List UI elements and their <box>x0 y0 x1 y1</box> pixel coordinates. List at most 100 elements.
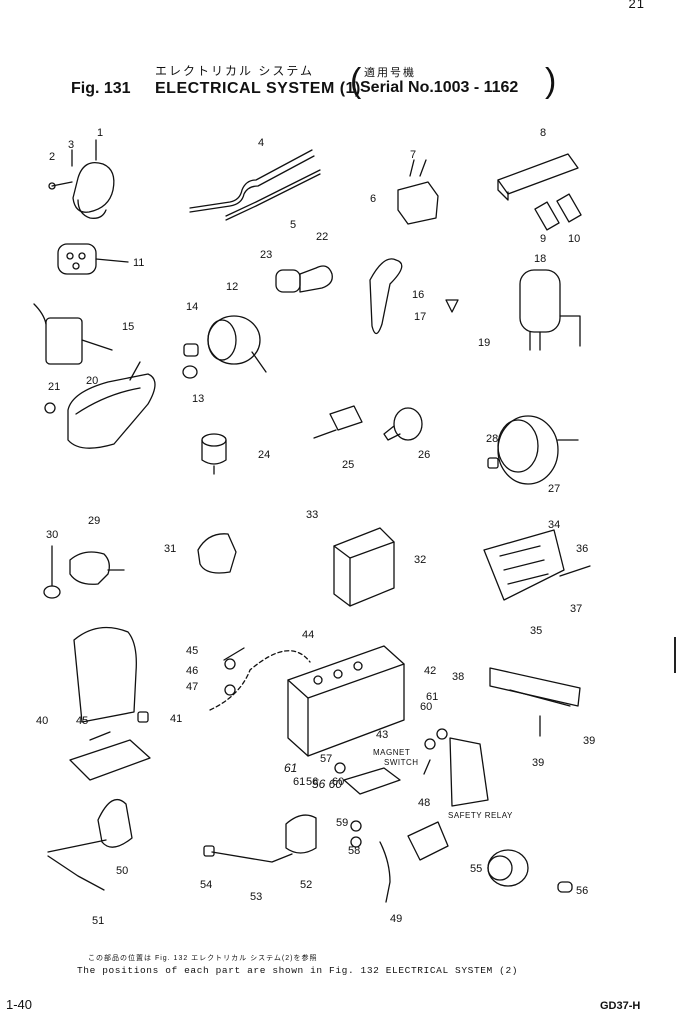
part-number-label: 29 <box>88 515 100 527</box>
horn-switch-drawing <box>369 258 459 335</box>
part-number-label: 55 <box>470 863 482 875</box>
part-number-label: 44 <box>302 629 314 641</box>
part-number-label: 39 <box>583 735 595 747</box>
part-number-label: 37 <box>570 603 582 615</box>
part-number-label: 43 <box>376 729 388 741</box>
part-number-label: 26 <box>418 449 430 461</box>
part-number-label: 48 <box>418 797 430 809</box>
safety-relay-label: SAFETY RELAY <box>448 811 513 820</box>
head-lamp-drawing <box>207 315 267 373</box>
part-number-label: 45 <box>76 715 88 727</box>
figure-title: ELECTRICAL SYSTEM (1) <box>155 80 361 97</box>
part-number-label: 32 <box>414 554 426 566</box>
footnote-japanese: この部品の位置は Fig. 132 エレクトリカル システム(2)を参照 <box>88 955 318 962</box>
part-number-label: 28 <box>486 433 498 445</box>
part-number-label: 24 <box>258 449 270 461</box>
part-number-label: 50 <box>116 865 128 877</box>
part-number-label: 25 <box>342 459 354 471</box>
battery-bracket-drawing <box>489 667 581 737</box>
part-number-label: 11 <box>133 257 144 269</box>
part-number-label: 15 <box>122 321 134 333</box>
part-number-label: 53 <box>250 891 262 903</box>
part-number-label: 42 <box>424 665 436 677</box>
part-number-label: 20 <box>86 375 98 387</box>
part-number-label: 30 <box>46 529 58 541</box>
serial-japanese-label: 適用号機 <box>364 67 416 79</box>
part-number-label: 6 <box>370 193 376 205</box>
serial-range: Serial No.1003 - 1162 <box>360 79 519 96</box>
footnote-english: The positions of each part are shown in … <box>77 965 519 976</box>
warning-lamp-drawing <box>43 545 125 599</box>
part-number-label: 14 <box>186 301 198 313</box>
part-number-label: 10 <box>568 233 580 245</box>
figure-number: Fig. 131 <box>71 80 131 97</box>
part-number-label: 4 <box>258 137 264 149</box>
part-number-label: 51 <box>92 915 104 927</box>
part-number-label: 7 <box>410 149 416 161</box>
handwritten-61: 61 <box>284 761 297 775</box>
part-number-label: 33 <box>306 509 318 521</box>
part-number-label: 46 <box>186 665 198 677</box>
wiring-harness-drawing <box>189 149 321 221</box>
starter-relay-drawing <box>379 821 449 903</box>
horn-drawing <box>519 269 581 351</box>
battery-box-drawing <box>483 529 591 601</box>
part-number-label: 36 <box>576 543 588 555</box>
part-number-label: 12 <box>226 281 238 293</box>
part-number-label: 60 <box>332 776 344 788</box>
part-number-label: 21 <box>48 381 60 393</box>
binding-edge-mark <box>674 637 676 673</box>
part-number-label: 61 <box>426 691 438 703</box>
part-number-label: 8 <box>540 127 546 139</box>
part-number-label: 3 <box>68 139 74 151</box>
japanese-heading: エレクトリカル システム <box>155 64 314 78</box>
part-number-label: 45 <box>186 645 198 657</box>
part-number-label: 52 <box>300 879 312 891</box>
bulb-socket-drawing <box>275 265 333 293</box>
right-bracket: ) <box>545 62 557 100</box>
handwritten-56-60: 56 60 <box>312 777 342 791</box>
part-number-label: 56 <box>576 885 588 897</box>
light-switch-drawing <box>33 303 113 365</box>
corner-page-mark: 21 <box>628 0 645 11</box>
part-number-label: 27 <box>548 483 560 495</box>
part-number-label: 35 <box>530 625 542 637</box>
part-number-label: 31 <box>164 543 176 555</box>
part-number-label: 61 <box>293 776 305 788</box>
bulb-glass-drawing <box>182 343 199 379</box>
part-number-label: 47 <box>186 681 198 693</box>
part-number-label: 39 <box>532 757 544 769</box>
part-number-label: 40 <box>36 715 48 727</box>
part-number-label: 59 <box>336 817 348 829</box>
left-bracket: ( <box>350 62 362 100</box>
connector-drawing <box>197 533 237 574</box>
page-number: 1-40 <box>6 997 33 1012</box>
part-number-label: 54 <box>200 879 212 891</box>
part-number-label: 49 <box>390 913 402 925</box>
magnet-label: MAGNET <box>373 748 410 757</box>
part-number-label: 22 <box>316 231 328 243</box>
hour-meter-drawing <box>487 849 573 893</box>
lamp-housing-drawing <box>44 361 156 449</box>
part-number-label: 5 <box>290 219 296 231</box>
part-number-label: 2 <box>49 151 55 163</box>
work-lamp-drawing <box>48 139 115 219</box>
pressure-switch-drawing <box>201 433 227 475</box>
relay-unit-drawing <box>397 159 439 225</box>
part-number-label: 41 <box>170 713 182 725</box>
part-number-label: 16 <box>412 289 424 301</box>
part-number-label: 38 <box>452 671 464 683</box>
battery-drawing <box>209 645 405 757</box>
meter-drawing <box>487 415 579 485</box>
small-parts-drawing <box>334 728 448 848</box>
gauge-unit-drawing <box>383 407 423 441</box>
part-number-label: 18 <box>534 253 546 265</box>
starter-switch-drawing <box>57 243 129 275</box>
part-number-label: 19 <box>478 337 490 349</box>
part-number-label: 60 <box>420 701 432 713</box>
battery-cover-drawing <box>69 626 151 781</box>
callout-labels: MAGNET SWITCH SAFETY RELAY 61 56 60 <box>284 748 513 820</box>
part-number-label: 58 <box>348 845 360 857</box>
